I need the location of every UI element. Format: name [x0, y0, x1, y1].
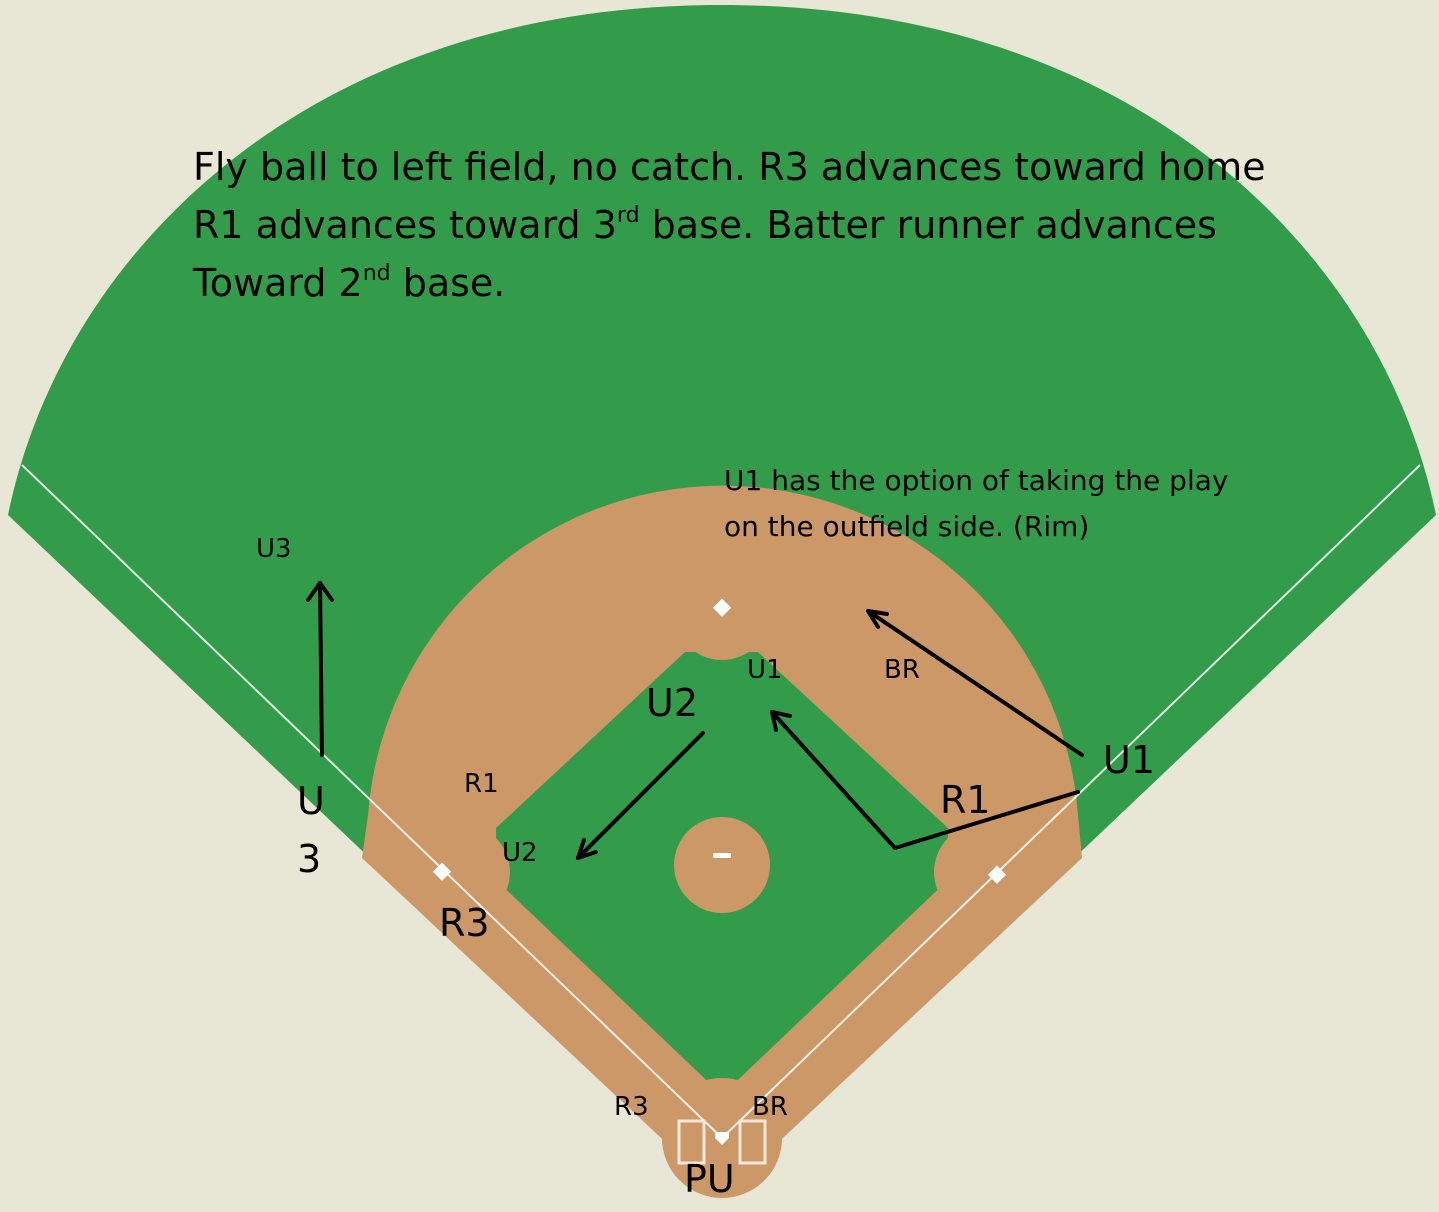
u2-target-label: U2: [502, 840, 538, 866]
pitchers-rubber: [713, 853, 731, 858]
u2-start-label: U2: [646, 684, 698, 722]
description-line-2: R1 advances toward 3rd base. Batter runn…: [193, 196, 1343, 254]
note-line-1: U1 has the option of taking the play: [724, 458, 1324, 504]
u3-start-label-top: U: [297, 782, 325, 820]
first-base-cutout: [934, 824, 1030, 920]
u1-option-note: U1 has the option of taking the play on …: [724, 458, 1324, 550]
description-line-1: Fly ball to left field, no catch. R3 adv…: [193, 138, 1343, 196]
r1-start-label: R1: [940, 781, 991, 819]
u1-target-label: U1: [747, 657, 783, 683]
u3-start-label-bottom: 3: [297, 840, 321, 878]
r3-home-label: R3: [614, 1094, 649, 1120]
play-description: Fly ball to left field, no catch. R3 adv…: [193, 138, 1343, 312]
r3-at-third-label: R3: [439, 904, 490, 942]
plate-umpire-label: PU: [684, 1160, 735, 1198]
br-home-label: BR: [752, 1094, 788, 1120]
description-line-3: Toward 2nd base.: [193, 254, 1343, 312]
r1-third-label: R1: [464, 771, 499, 797]
u1-start-label: U1: [1103, 741, 1155, 779]
note-line-2: on the outfield side. (Rim): [724, 504, 1324, 550]
br-target-label: BR: [884, 657, 920, 683]
u3-target-label: U3: [256, 536, 292, 562]
pitchers-mound: [674, 817, 770, 913]
